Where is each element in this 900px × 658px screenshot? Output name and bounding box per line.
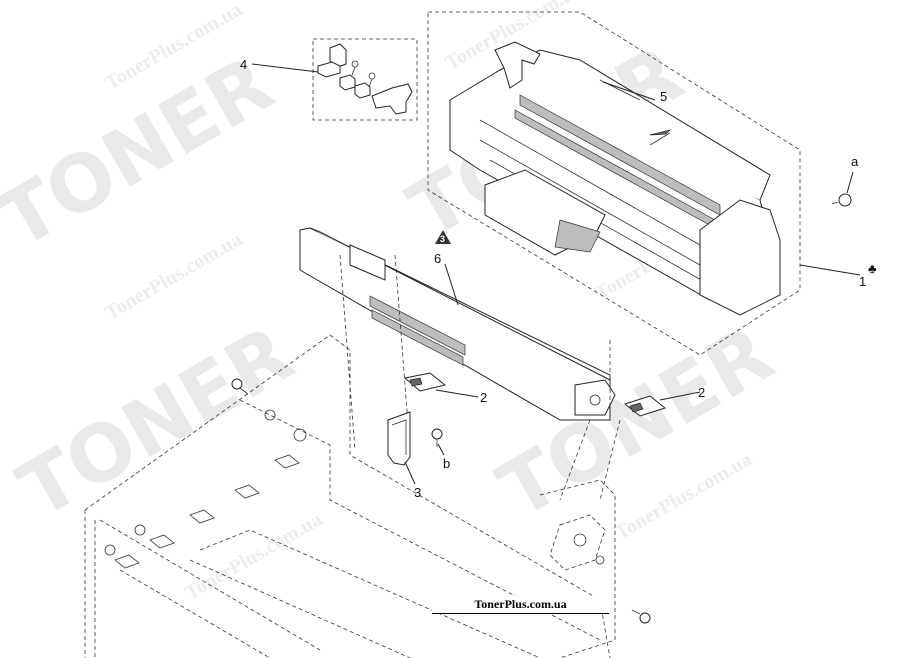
leader-part-5 <box>602 81 656 101</box>
triangle-badge-number: 3 <box>440 234 445 244</box>
printer-frame <box>84 334 616 658</box>
watermark-site: TonerPlus.com.ua <box>182 508 326 604</box>
leader-screw-a <box>846 171 854 194</box>
leader-part-3 <box>404 461 416 485</box>
fuser-unit <box>449 41 781 316</box>
part-3-bracket <box>387 411 411 466</box>
watermark-site: TonerPlus.com.ua <box>102 228 246 324</box>
screw-b-icon <box>431 428 443 447</box>
frame-screw-icon <box>231 378 249 395</box>
callout-a: a <box>851 154 859 169</box>
warning-triangle-icon <box>435 230 451 244</box>
frame-screw-icon <box>631 609 651 624</box>
callout-3: 3 <box>414 485 421 500</box>
part-2-right-bracket <box>623 395 667 417</box>
part-4-group-box <box>312 38 418 121</box>
part-6-rail <box>299 227 616 421</box>
part-4-clips <box>317 43 413 115</box>
callout-6: 6 <box>434 251 441 266</box>
watermark-toner: TONER <box>5 309 308 536</box>
leader-part-2-right <box>659 391 701 401</box>
leader-part-2-left <box>435 389 479 398</box>
callout-b: b <box>443 456 450 471</box>
callout-2-left: 2 <box>480 390 487 405</box>
leader-screw-b <box>437 443 445 456</box>
screw-a-icon <box>831 193 852 207</box>
leader-part-6 <box>444 263 459 306</box>
callout-1: 1 <box>859 274 866 289</box>
club-symbol-icon: ♣ <box>868 261 877 276</box>
leader-part-4 <box>251 63 319 73</box>
site-badge[interactable]: TonerPlus.com.ua <box>432 596 609 614</box>
fuser-group-box <box>427 11 801 356</box>
callout-5: 5 <box>660 89 667 104</box>
callout-4: 4 <box>240 57 247 72</box>
callout-2-right: 2 <box>698 385 705 400</box>
part-2-left-bracket <box>403 372 447 392</box>
leader-part-1 <box>799 264 861 276</box>
